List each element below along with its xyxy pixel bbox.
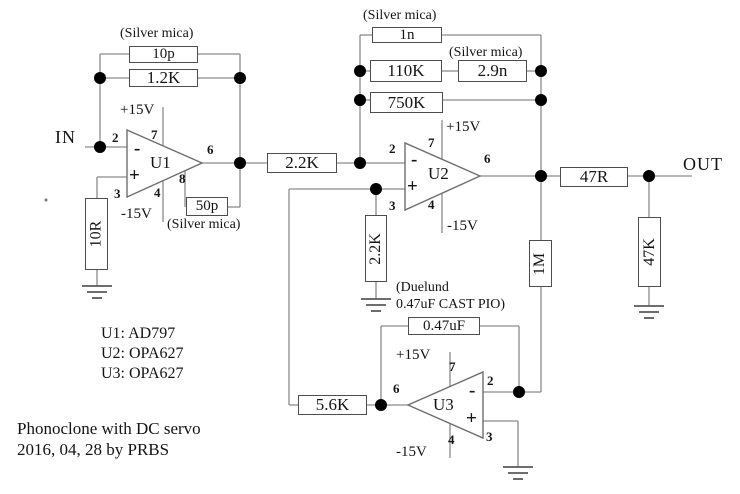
- resistor-750k: 750K: [370, 92, 443, 113]
- u1-vpos-label: +15V: [120, 102, 155, 118]
- u2-pin4-label: 4: [428, 197, 435, 212]
- u3-vpos-label: +15V: [396, 347, 431, 363]
- parts-list-u1: U1: AD797: [101, 325, 176, 342]
- u3-pin7-label: 7: [449, 359, 456, 374]
- u2-pin6-label: 6: [484, 151, 491, 166]
- capacitor-servo-0.47uf: 0.47uF: [408, 317, 480, 335]
- resistor-110k: 110K: [370, 60, 442, 82]
- u3-pin3-label: 3: [486, 429, 493, 444]
- u3-pin4-label: 4: [448, 432, 455, 447]
- resistor-2.2k-ground: 2.2K: [365, 215, 387, 282]
- resistor-5.6k: 5.6K: [298, 395, 367, 415]
- u1-pin4-label: 4: [154, 185, 161, 200]
- ground-symbol-47k: [634, 305, 664, 319]
- u3-noninverting-sign: +: [466, 408, 477, 429]
- u1-inverting-sign: -: [134, 138, 141, 159]
- u2-vpos-label: +15V: [446, 119, 481, 135]
- resistor-1.2k: 1.2K: [129, 68, 198, 87]
- u1-ref-label: U1: [150, 153, 171, 172]
- u2-vneg-label: -15V: [447, 218, 478, 234]
- parts-list-u2: U2: OPA627: [101, 345, 184, 362]
- u2-pin7-label: 7: [428, 135, 435, 150]
- speck-artifact: [44, 198, 48, 202]
- resistor-47r: 47R: [560, 167, 628, 187]
- u1-vneg-label: -15V: [121, 206, 152, 222]
- u1-noninverting-sign: +: [129, 165, 140, 186]
- u1-pin8-label: 8: [179, 171, 186, 186]
- silver-mica-note-1n: (Silver mica): [363, 8, 437, 23]
- parts-list-u3: U3: OPA627: [101, 365, 184, 382]
- u3-inverting-sign: -: [469, 380, 476, 401]
- u1-pin2-label: 2: [112, 130, 119, 145]
- u1-pin6-label: 6: [207, 142, 214, 157]
- schematic-title: Phonoclone with DC servo: [17, 419, 201, 438]
- u2-inverting-sign: -: [411, 149, 418, 170]
- ground-symbol-u3: [503, 466, 533, 480]
- capacitor-10p: 10p: [129, 46, 198, 63]
- resistor-47k: 47K: [638, 217, 661, 287]
- u3-vneg-label: -15V: [396, 444, 427, 460]
- u2-pin3-label: 3: [389, 198, 396, 213]
- silver-mica-note-50p: (Silver mica): [167, 217, 241, 232]
- silver-mica-note-2.9n: (Silver mica): [449, 45, 523, 60]
- junction-dots: [94, 65, 655, 411]
- opamp-u3-triangle: [406, 370, 484, 440]
- capacitor-2.9n: 2.9n: [458, 60, 527, 82]
- ground-symbol-10r: [82, 285, 112, 299]
- resistor-2.2k-series: 2.2K: [267, 153, 337, 173]
- u2-ref-label: U2: [428, 164, 449, 183]
- u2-noninverting-sign: +: [407, 176, 418, 197]
- u3-ref-label: U3: [433, 395, 454, 414]
- u2-pin2-label: 2: [389, 141, 396, 156]
- duelund-note-line2: 0.47uF CAST PIO): [396, 297, 506, 312]
- u3-pin6-label: 6: [393, 381, 400, 396]
- u3-pin2-label: 2: [487, 373, 494, 388]
- ground-symbol-2k2: [361, 298, 391, 312]
- capacitor-50p: 50p: [186, 197, 228, 216]
- opamp-u2-triangle: [404, 141, 482, 212]
- silver-mica-note-10p: (Silver mica): [120, 26, 194, 41]
- opamp-u1-triangle: [126, 128, 204, 199]
- schematic-date-author: 2016, 04, 28 by PRBS: [17, 440, 170, 459]
- input-port-label: IN: [55, 127, 76, 147]
- resistor-10r: 10R: [85, 198, 108, 270]
- duelund-note-line1: (Duelund: [396, 280, 449, 295]
- capacitor-1n: 1n: [372, 27, 442, 43]
- u1-pin3-label: 3: [114, 186, 121, 201]
- u1-pin7-label: 7: [151, 127, 158, 142]
- output-port-label: OUT: [683, 154, 723, 174]
- resistor-1m: 1M: [529, 240, 552, 287]
